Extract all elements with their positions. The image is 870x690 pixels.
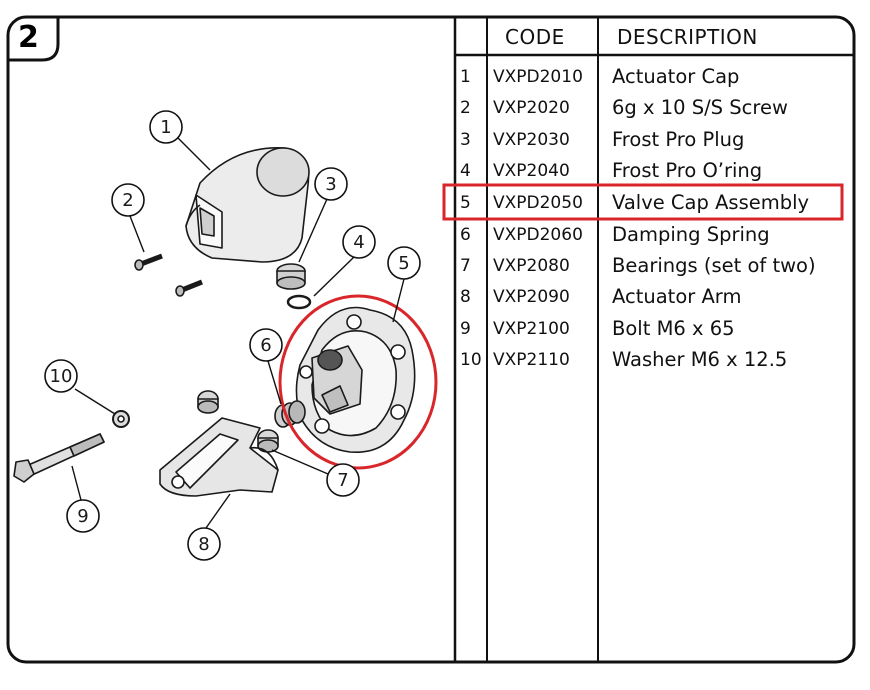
callout-label-8: 8	[198, 534, 209, 555]
callout-label-7: 7	[337, 470, 348, 491]
table-row: 3 VXP2030 Frost Pro Plug	[455, 124, 855, 155]
figure-number-tab	[8, 17, 60, 62]
row-description: Actuator Arm	[612, 285, 742, 308]
row-code: VXPD2050	[493, 192, 583, 213]
row-description: Valve Cap Assembly	[612, 191, 810, 214]
table-row: 2 VXP2020 6g x 10 S/S Screw	[455, 92, 855, 123]
row-code: VXP2080	[493, 255, 570, 276]
table-row: 9 VXP2100 Bolt M6 x 65	[455, 313, 855, 344]
row-description: Frost Pro O’ring	[612, 159, 763, 182]
row-description: Bearings (set of two)	[612, 254, 816, 277]
row-number: 1	[460, 66, 471, 87]
parts-drawing	[13, 147, 416, 497]
row-number: 4	[460, 160, 471, 181]
description-column-header: DESCRIPTION	[617, 25, 758, 49]
table-row: 7 VXP2080 Bearings (set of two)	[455, 250, 855, 281]
bearings-part	[197, 390, 279, 453]
row-description: Bolt M6 x 65	[612, 317, 735, 340]
leader-lines	[71, 136, 405, 529]
frost-pro-plug-part	[276, 263, 306, 290]
valve-cap-assembly-part	[295, 306, 416, 453]
callout-label-1: 1	[160, 117, 171, 138]
row-code: VXPD2010	[493, 66, 583, 87]
callout-label-5: 5	[398, 253, 409, 274]
row-code: VXP2090	[493, 286, 570, 307]
sheet-frame	[6, 15, 856, 664]
valve-cap-highlight-circle	[278, 294, 438, 470]
callout-label-2: 2	[122, 190, 133, 211]
highlight-box	[442, 183, 844, 221]
callout-circles	[44, 110, 421, 561]
row-description: Frost Pro Plug	[612, 128, 745, 151]
row-code: VXP2110	[493, 349, 570, 370]
callout-label-9: 9	[77, 506, 88, 527]
callout-label-6: 6	[260, 335, 271, 356]
row-number: 9	[460, 318, 471, 339]
callout-label-10: 10	[50, 366, 73, 387]
table-row: 10 VXP2110 Washer M6 x 12.5	[455, 344, 855, 375]
row-number: 10	[460, 349, 482, 370]
table-row: 4 VXP2040 Frost Pro O’ring	[455, 155, 855, 186]
figure-number: 2	[18, 20, 39, 55]
row-description: 6g x 10 S/S Screw	[612, 96, 788, 119]
callout-labels: 1 2 3 4 5 6 7 8 9 10	[50, 117, 410, 555]
table-row: 1 VXPD2010 Actuator Cap	[455, 61, 855, 92]
table-row: 6 VXPD2060 Damping Spring	[455, 219, 855, 250]
row-number: 7	[460, 255, 471, 276]
row-code: VXP2100	[493, 318, 570, 339]
bolt-part	[13, 433, 105, 483]
actuator-arm-part	[159, 417, 279, 497]
row-description: Washer M6 x 12.5	[612, 348, 788, 371]
actuator-cap-part	[185, 147, 310, 263]
o-ring-part	[286, 294, 312, 310]
row-description: Damping Spring	[612, 223, 770, 246]
row-description: Actuator Cap	[612, 65, 740, 88]
row-number: 5	[460, 192, 471, 213]
row-number: 2	[460, 97, 471, 118]
callout-label-3: 3	[325, 174, 336, 195]
callout-label-4: 4	[353, 232, 364, 253]
table-row: 8 VXP2090 Actuator Arm	[455, 281, 855, 312]
row-code: VXP2040	[493, 160, 570, 181]
code-column-header: CODE	[505, 25, 565, 49]
row-code: VXPD2060	[493, 224, 583, 245]
row-code: VXP2020	[493, 97, 570, 118]
row-number: 3	[460, 129, 471, 150]
row-number: 8	[460, 286, 471, 307]
row-code: VXP2030	[493, 129, 570, 150]
screws-part	[134, 253, 203, 297]
row-number: 6	[460, 224, 471, 245]
table-row-highlighted: 5 VXPD2050 Valve Cap Assembly	[455, 187, 855, 218]
